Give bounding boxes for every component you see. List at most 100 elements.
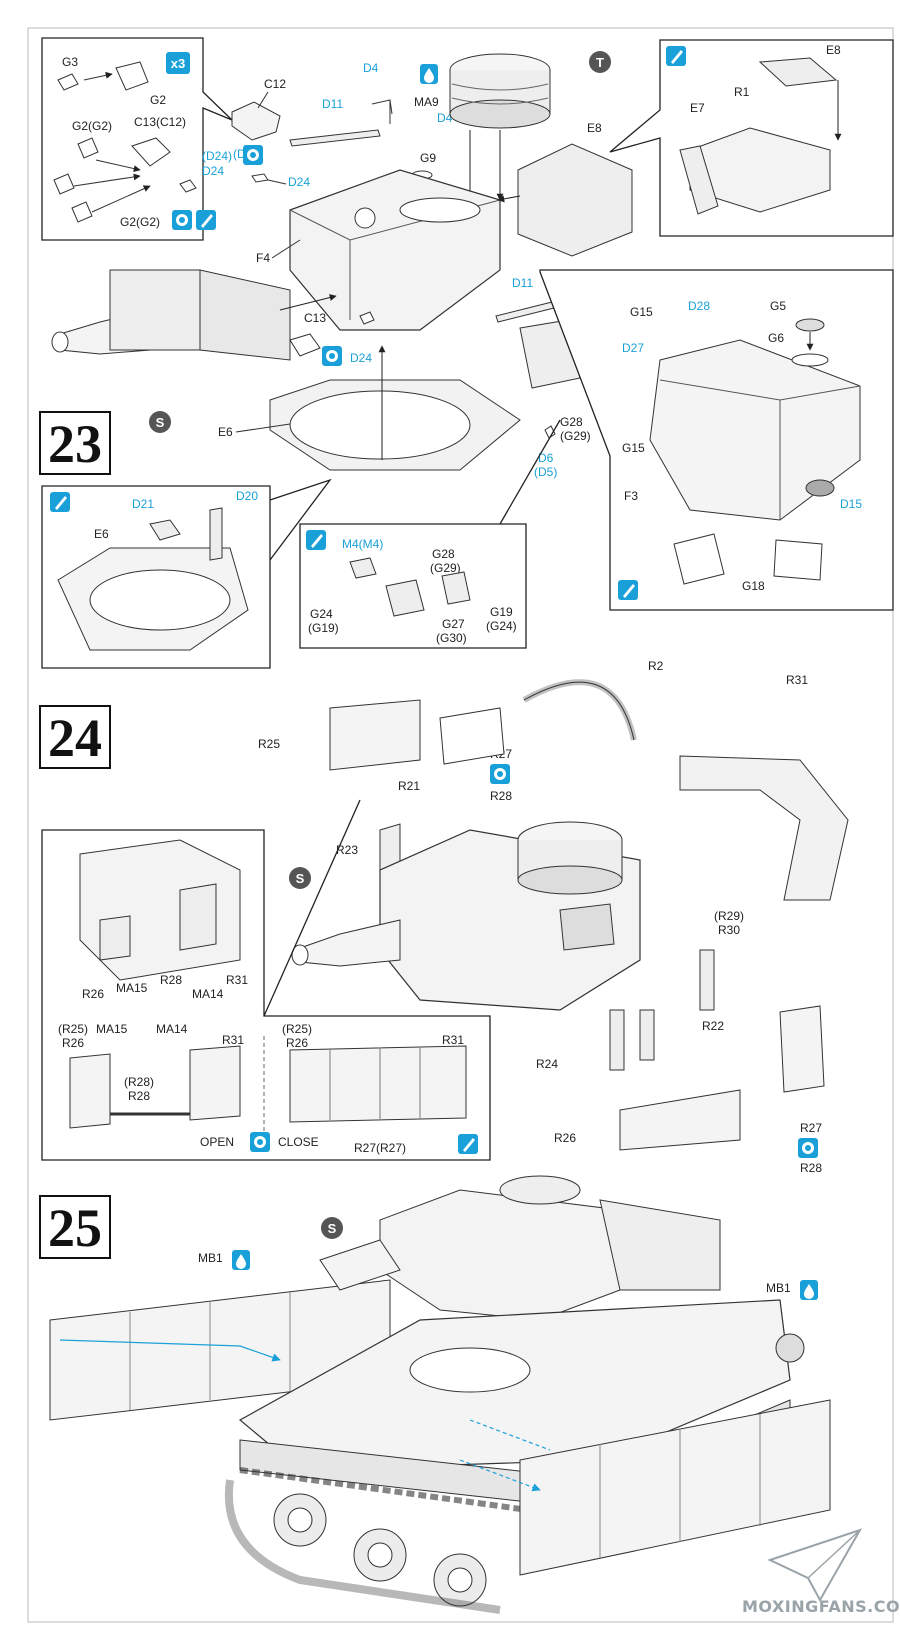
label-f3-f3: F3 — [624, 489, 638, 503]
label-close-r25: (R25) — [282, 1022, 312, 1036]
glue-icon — [196, 210, 216, 230]
label-open-r28: R28 — [128, 1089, 150, 1103]
label-c13: C13 — [304, 311, 326, 325]
label-d5: (D5) — [534, 465, 557, 479]
label-g3: G3 — [62, 55, 78, 69]
cupola — [449, 53, 551, 129]
svg-text:S: S — [296, 871, 305, 886]
label-close: CLOSE — [278, 1135, 319, 1149]
label-inset-ma15: MA15 — [116, 981, 148, 995]
repeat-x3-icon: x3 — [166, 52, 190, 74]
paint-icon-3 — [800, 1280, 818, 1300]
label-d6: D6 — [538, 451, 554, 465]
label-g29: (G29) — [560, 429, 591, 443]
label-d24: D24 — [202, 164, 224, 178]
label-f3-g15-a: G15 — [630, 305, 653, 319]
paint-icon — [420, 64, 438, 84]
part-d11 — [289, 129, 381, 147]
label-inset-ma14: MA14 — [192, 987, 224, 1001]
part-c13 — [131, 137, 171, 167]
label-r29: (R29) — [714, 909, 744, 923]
step-25: 25 MB1 MB1 S — [39, 1175, 831, 1614]
watermark: MOXINGFANS.COM — [742, 1528, 900, 1616]
step-25-number: 25 — [48, 1198, 102, 1258]
part-c12 — [231, 101, 281, 141]
label-vision-g28: G28 — [432, 547, 455, 561]
label-hatch-d21: D21 — [132, 497, 154, 511]
label-close-r26: R26 — [286, 1036, 308, 1050]
label-inset-r31: R31 — [226, 973, 248, 987]
label-f3-g5: G5 — [770, 299, 786, 313]
label-f3-d28: D28 — [688, 299, 710, 313]
page-border — [27, 27, 894, 1623]
option-icon-6 — [250, 1132, 270, 1152]
svg-text:S: S — [328, 1221, 337, 1236]
option-icon — [172, 210, 192, 230]
label-r25: R25 — [258, 737, 280, 751]
turret-body — [289, 169, 501, 331]
badge-sub-1 — [149, 411, 171, 433]
label-open-r28p: (R28) — [124, 1075, 154, 1089]
label-r22: R22 — [702, 1019, 724, 1033]
label-f3-d15: D15 — [840, 497, 862, 511]
skirt-right — [519, 1399, 831, 1576]
label-hatch-d20: D20 — [236, 489, 258, 503]
label-d24-d: D24 — [350, 351, 372, 365]
label-g2-g2-b: G2(G2) — [120, 215, 160, 229]
label-vision-g30: (G30) — [436, 631, 467, 645]
option-icon-4 — [490, 764, 510, 784]
f3-body — [649, 318, 861, 521]
label-c13-c12: C13(C12) — [134, 115, 186, 129]
label-vision-g19: G19 — [490, 605, 513, 619]
label-r21: R21 — [398, 779, 420, 793]
label-e8: E8 — [587, 121, 602, 135]
label-inset-r26: R26 — [82, 987, 104, 1001]
part-r26 — [619, 1089, 741, 1151]
label-inset-r1: R1 — [734, 85, 750, 99]
step-24-number: 24 — [48, 708, 102, 768]
label-c12: C12 — [264, 77, 286, 91]
label-vision-g24: G24 — [310, 607, 333, 621]
label-d4-b: D4 — [437, 111, 453, 125]
label-r28: R28 — [490, 789, 512, 803]
inset-vision — [299, 419, 561, 649]
turret-assembled — [291, 821, 641, 1011]
label-f3-g6: G6 — [768, 331, 784, 345]
label-mb1-b: MB1 — [766, 1281, 791, 1295]
label-g9: G9 — [420, 151, 436, 165]
label-d11-b: D11 — [512, 276, 533, 290]
step-25-box — [39, 1195, 111, 1259]
turret-step25 — [319, 1175, 721, 1321]
paint-icon-2 — [232, 1250, 250, 1270]
label-inset-e7: E7 — [690, 101, 705, 115]
step-23-number: 23 — [48, 414, 102, 474]
badge-turret — [589, 51, 611, 73]
label-e6: E6 — [218, 425, 233, 439]
label-f3-d27: D27 — [622, 341, 644, 355]
part-r25 — [329, 699, 421, 771]
step-24: 24 R2 R31 R25 R27 R28 R21 R23 — [39, 659, 849, 1175]
label-d11-a: D11 — [322, 97, 343, 111]
svg-text:S: S — [156, 415, 165, 430]
label-open-r26: R26 — [62, 1036, 84, 1050]
label-g2: G2 — [150, 93, 166, 107]
label-r23: R23 — [336, 843, 358, 857]
label-vision-g19p: (G19) — [308, 621, 339, 635]
label-f3-g15-b: G15 — [622, 441, 645, 455]
step-23-box — [39, 411, 111, 475]
label-r31: R31 — [786, 673, 808, 687]
label-inset-e8: E8 — [826, 43, 841, 57]
watermark-text: MOXINGFANS.COM — [742, 1597, 900, 1616]
label-d4-a: D4 — [363, 61, 379, 75]
label-open-r31: R31 — [222, 1033, 244, 1047]
label-open: OPEN — [200, 1135, 234, 1149]
glue-icon-3 — [618, 580, 638, 600]
option-icon-2 — [243, 145, 263, 165]
glue-icon-5 — [306, 530, 326, 550]
turret-ring-e6 — [269, 379, 521, 471]
label-inset-r28: R28 — [160, 973, 182, 987]
glue-icon-2 — [666, 46, 686, 66]
step-24-box — [39, 705, 111, 769]
label-vision-g27: G27 — [442, 617, 465, 631]
